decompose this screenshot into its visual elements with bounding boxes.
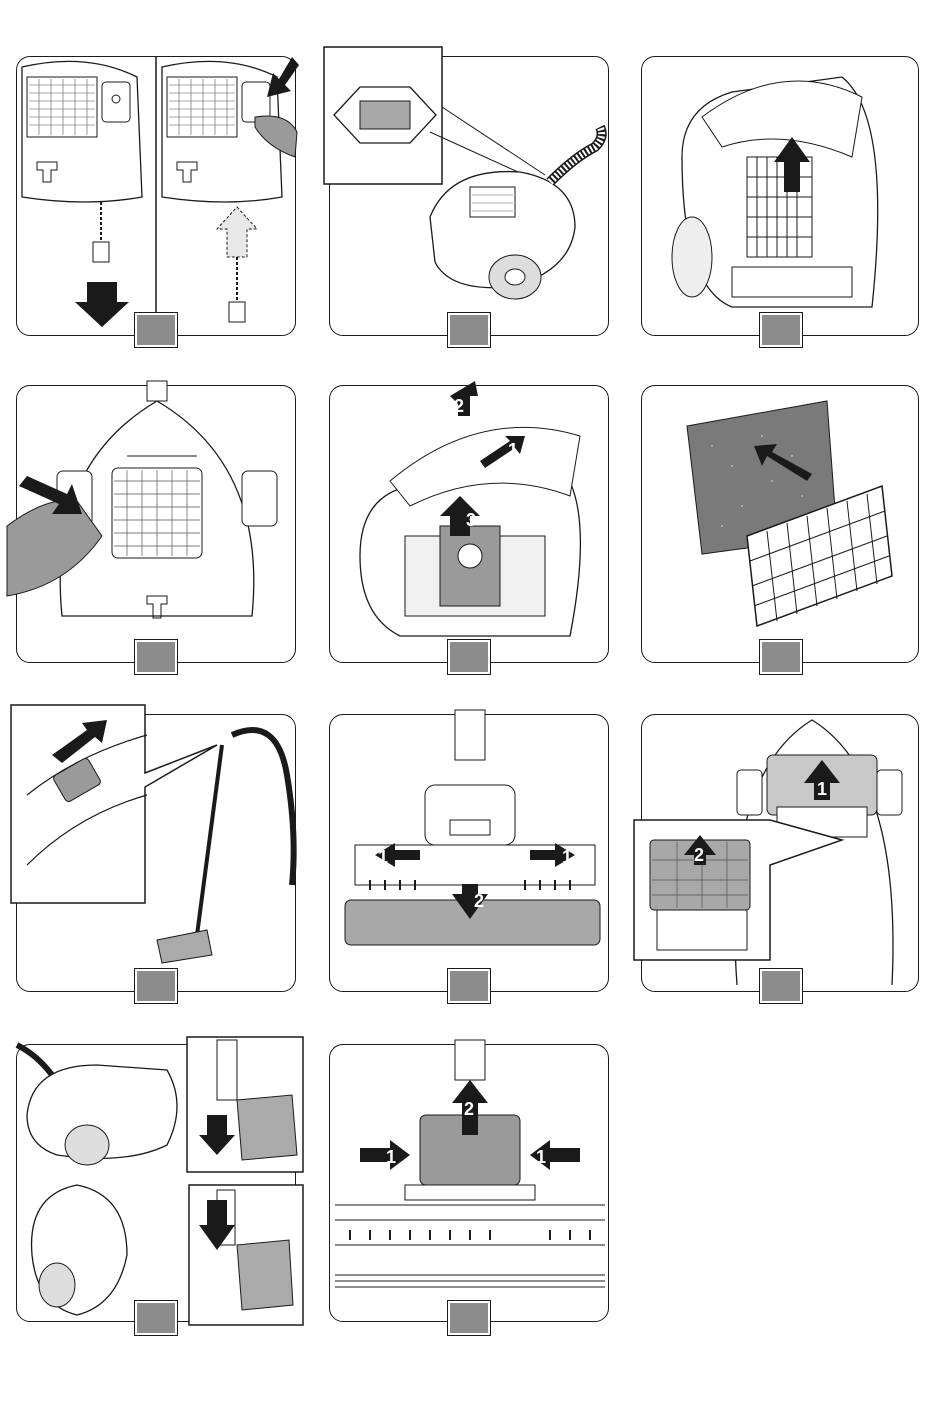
figure-number-tag: [135, 1301, 177, 1335]
figure-number-tag: [135, 969, 177, 1003]
step-2-label: 2: [694, 845, 704, 865]
step-1-left-label: 1: [378, 847, 388, 867]
figure-panel-8: 1 1 2: [329, 714, 609, 992]
step-1-label: 1: [508, 440, 518, 460]
figure-panel-6: [641, 385, 919, 663]
bag-replacement-illustration: 3 1 2: [330, 386, 610, 664]
suction-control-illustration: [17, 715, 297, 993]
brush-strip-removal-illustration: 2 1 1: [330, 1045, 610, 1323]
vacuum-cord-illustration: [330, 57, 610, 337]
figure-panel-4: [16, 385, 296, 663]
figure-number-tag: [448, 313, 490, 347]
figure-number-tag: [448, 1301, 490, 1335]
lid-release-illustration: [17, 386, 297, 664]
step-2-label: 2: [454, 396, 464, 416]
step-1-right-label: 1: [562, 847, 572, 867]
floor-nozzle-brush-illustration: 1 1 2: [330, 715, 610, 993]
figure-number-tag: [760, 640, 802, 674]
figure-panel-11: 2 1 1: [329, 1044, 609, 1322]
storage-position-illustration: [17, 1045, 297, 1323]
figure-panel-2: [329, 56, 609, 336]
figure-number-tag: [760, 969, 802, 1003]
figure-number-tag: [135, 313, 177, 347]
figure-panel-7: [16, 714, 296, 992]
figure-panel-5: 3 1 2: [329, 385, 609, 663]
bag-holder-removal-illustration: [642, 57, 920, 337]
step-3-label: 3: [466, 510, 476, 530]
figure-panel-1: [16, 56, 296, 336]
figure-panel-10: [16, 1044, 296, 1322]
step-1-left-label: 1: [386, 1147, 396, 1167]
step-2-label: 2: [464, 1099, 474, 1119]
figure-number-tag: [135, 640, 177, 674]
step-1-label: 1: [817, 779, 827, 799]
figure-number-tag: [760, 313, 802, 347]
plug-removal-illustration: [17, 57, 297, 337]
figure-panel-9: 1 2: [641, 714, 919, 992]
figure-number-tag: [448, 969, 490, 1003]
figure-panel-3: [641, 56, 919, 336]
exhaust-filter-illustration: 1 2: [642, 715, 920, 993]
step-2-label: 2: [474, 891, 484, 911]
motor-filter-illustration: [642, 386, 920, 664]
step-1-right-label: 1: [536, 1147, 546, 1167]
figure-number-tag: [448, 640, 490, 674]
